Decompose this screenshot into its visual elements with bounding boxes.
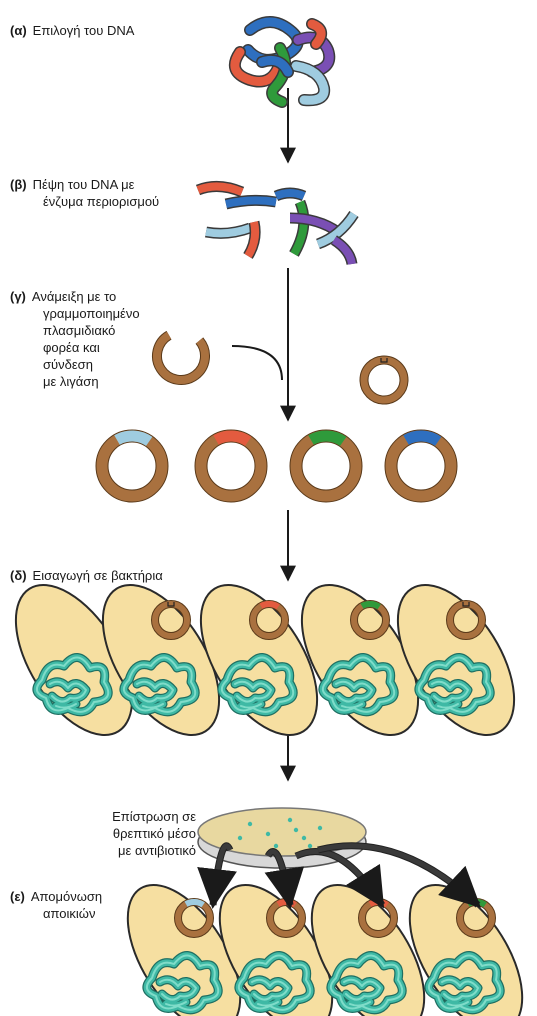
- step-c-line-6: με λιγάση: [43, 374, 99, 389]
- plasmid: [102, 436, 162, 496]
- plasmid-ring: [391, 436, 451, 496]
- step-e-marker: (ε): [10, 889, 25, 904]
- colony-dot: [238, 836, 242, 840]
- plating-line-3: με αντιβιοτικό: [118, 843, 196, 858]
- step-e-line-2: αποικιών: [43, 906, 95, 921]
- colony-dot: [294, 828, 298, 832]
- plasmids: [102, 335, 451, 496]
- dna-fragments: [198, 22, 354, 264]
- bacteria: [0, 557, 537, 1016]
- plasmid-ring: [201, 436, 261, 496]
- plasmid-ring: [364, 360, 404, 400]
- plasmid: [391, 436, 451, 496]
- step-c-line-4: φορέα και: [43, 340, 100, 355]
- plasmid-insert: [216, 436, 248, 441]
- step-d-marker: (δ): [10, 568, 27, 583]
- step-b-marker: (β): [10, 177, 27, 192]
- step-d-text: Εισαγωγή σε βακτήρια: [33, 568, 163, 583]
- plasmid-ring: [296, 436, 356, 496]
- step-c-marker: (γ): [10, 289, 26, 304]
- colony-dot: [248, 822, 252, 826]
- plasmid-ring: [157, 335, 205, 380]
- plasmid: [364, 358, 404, 400]
- step-b-line-2: ένζυμα περιορισμού: [43, 194, 159, 209]
- plasmid-insert: [362, 604, 379, 607]
- step-a-text: Επιλογή του DNA: [33, 23, 135, 38]
- plating-line-2: θρεπτικό μέσο: [113, 826, 196, 841]
- step-e-line-1: Απομόνωση: [31, 889, 102, 904]
- step-c-line-1: Ανάμειξη με το: [32, 289, 116, 304]
- colony-dot: [318, 826, 322, 830]
- colony-dot: [302, 836, 306, 840]
- plasmid: [201, 436, 261, 496]
- plasmid: [157, 335, 205, 380]
- colony-dot: [274, 844, 278, 848]
- step-d-label: (δ) Εισαγωγή σε βακτήρια: [10, 567, 163, 584]
- colony-dot: [266, 832, 270, 836]
- plasmid-ring: [102, 436, 162, 496]
- merge-line: [232, 346, 282, 380]
- step-e-label: (ε) Απομόνωση αποικιών: [10, 888, 102, 922]
- plasmid-insert: [117, 436, 149, 441]
- colony-dot: [288, 818, 292, 822]
- plating-label: Επίστρωση σε θρεπτικό μέσο με αντιβιοτικ…: [66, 808, 196, 859]
- plasmid-insert: [406, 436, 438, 441]
- plasmid-insert: [186, 902, 203, 905]
- step-c-line-2: γραμμοποιημένο: [43, 306, 140, 321]
- plasmid-insert: [261, 604, 278, 607]
- step-c-line-3: πλασμιδιακό: [43, 323, 115, 338]
- colony-dot: [308, 844, 312, 848]
- step-b-line-1: Πέψη του DNA με: [33, 177, 135, 192]
- plasmid-insert: [311, 436, 343, 441]
- step-a-label: (α) Επιλογή του DNA: [10, 22, 134, 39]
- step-a-marker: (α): [10, 23, 27, 38]
- step-c-line-5: σύνδεση: [43, 357, 93, 372]
- plating-line-1: Επίστρωση σε: [112, 809, 196, 824]
- step-c-label: (γ) Ανάμειξη με το γραμμοποιημένο πλασμιδ…: [10, 288, 140, 390]
- dna-fragment: [226, 200, 276, 204]
- dna-fragment: [334, 240, 352, 264]
- step-b-label: (β) Πέψη του DNA με ένζυμα περιορισμού: [10, 176, 159, 210]
- plasmid: [296, 436, 356, 496]
- dna-fragment: [276, 193, 304, 196]
- dna-fragment: [290, 218, 338, 232]
